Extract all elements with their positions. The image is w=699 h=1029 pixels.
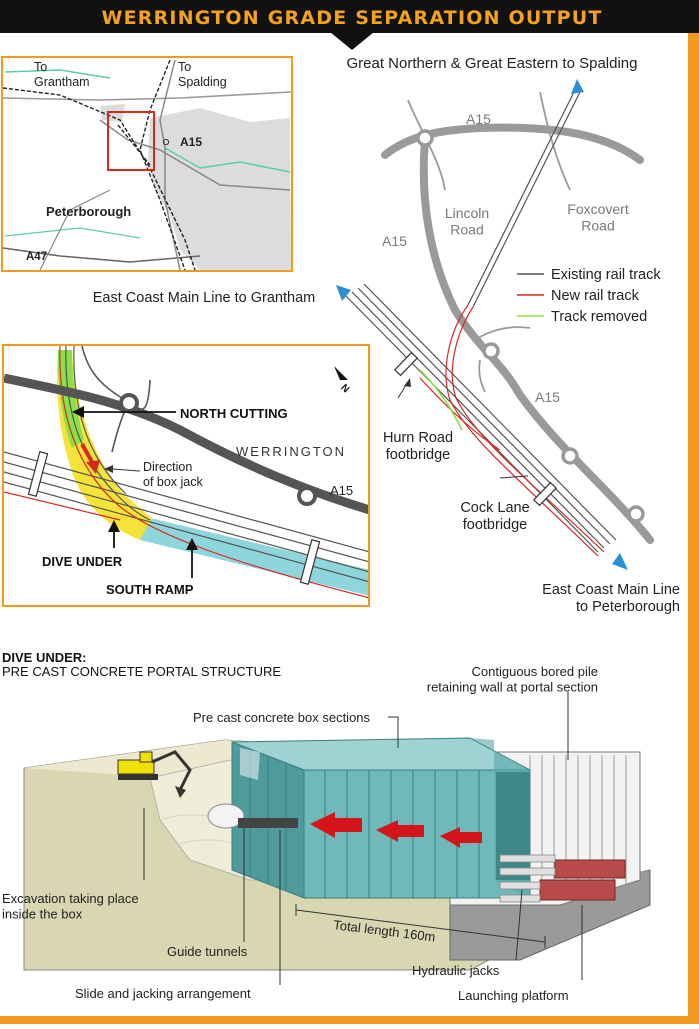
roundabout-icon (162, 138, 170, 146)
leader-lines (143, 692, 583, 985)
box-jack-direction-arrow (86, 460, 100, 474)
main-map: Great Northern & Great Eastern to Spaldi… (93, 55, 680, 615)
label-a15-right: A15 (535, 389, 560, 405)
label-a15-top: A15 (466, 111, 491, 127)
slide-jack-rails (238, 818, 298, 828)
inset-bridge (27, 450, 49, 498)
bottom-frame-bar (0, 1016, 699, 1024)
road-foxcovert (539, 91, 571, 191)
location-box (107, 111, 155, 171)
cross-section: DIVE UNDER: PRE CAST CONCRETE PORTAL STR… (2, 650, 651, 1003)
jack-direction-arrows (310, 812, 482, 848)
gnge-line (467, 89, 581, 308)
label-ecml-grantham: East Coast Main Line to Grantham (93, 290, 315, 306)
label-slide-jacking: Slide and jacking arrangement (75, 986, 251, 1001)
label-guide-tunnels: Guide tunnels (167, 944, 248, 959)
footbridge-hurn-road (393, 351, 419, 377)
section-title: DIVE UNDER: (2, 650, 87, 665)
inset-new-tracks (4, 346, 368, 599)
label-peterborough: Peterborough (46, 204, 131, 219)
north-arrow-icon (334, 366, 348, 380)
label-a15-locator: A15 (180, 135, 202, 149)
section-subtitle: PRE CAST CONCRETE PORTAL STRUCTURE (2, 664, 281, 679)
railway (3, 87, 196, 270)
legend-label-new: New rail track (551, 288, 640, 304)
arrow-right-icon (612, 553, 628, 570)
arrow-left-icon (336, 285, 351, 301)
track-removed-area (57, 350, 84, 448)
roundabout-icon (416, 129, 645, 523)
road-a15-top (381, 123, 644, 164)
urban-area (148, 108, 291, 270)
label-a15-left: A15 (382, 233, 407, 249)
arrow-up-icon (571, 79, 584, 94)
hydraulic-jacks (499, 854, 626, 903)
inset-bridge (299, 538, 321, 586)
roundabout-icon (119, 393, 139, 413)
label-precast-box: Pre cast concrete box sections (193, 710, 371, 725)
south-ramp-area (140, 518, 368, 596)
header-banner: WERRINGTON GRADE SEPARATION OUTPUT (0, 0, 699, 50)
road (3, 91, 291, 101)
dimension-line (295, 904, 546, 948)
header-pointer (330, 32, 374, 50)
label-launching-platform: Launching platform (458, 988, 569, 1003)
guide-tunnel (207, 803, 245, 829)
legend: Existing rail track New rail track Track… (517, 267, 661, 325)
legend-label-existing: Existing rail track (551, 267, 661, 283)
label-north-cutting: NORTH CUTTING (180, 406, 288, 421)
label-dive-under: DIVE UNDER (42, 554, 123, 569)
ecml-existing-tracks (345, 283, 617, 553)
track-removed (419, 369, 463, 431)
page-title: WERRINGTON GRADE SEPARATION OUTPUT (101, 7, 602, 29)
footbridge-cock-lane (532, 481, 558, 507)
river (4, 69, 111, 79)
label-a15-inset: A15 (330, 483, 353, 498)
label-a47: A47 (26, 251, 47, 263)
legend-label-removed: Track removed (551, 309, 647, 325)
label-south-ramp: SOUTH RAMP (106, 582, 194, 597)
callout-line (111, 468, 141, 472)
right-frame-bar (688, 24, 699, 1024)
roundabout-icon (297, 486, 317, 506)
excavator-icon (117, 750, 192, 798)
label-hydraulic-jacks: Hydraulic jacks (412, 963, 500, 978)
label-gn-ge: Great Northern & Great Eastern to Spaldi… (347, 55, 638, 72)
label-werrington: WERRINGTON (236, 444, 346, 459)
